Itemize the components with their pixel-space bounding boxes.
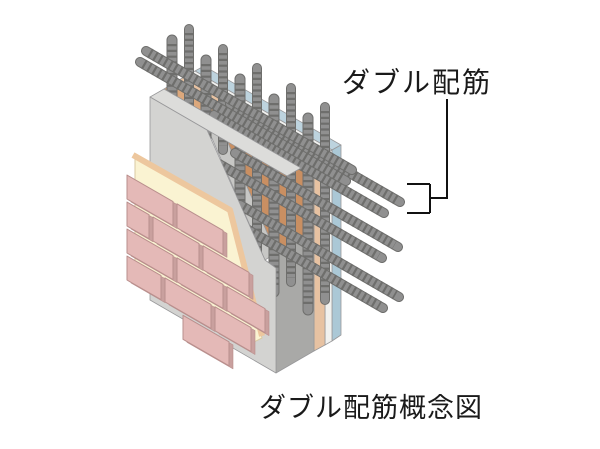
rebar-horizontal-front-ribs (214, 112, 384, 216)
tile (126, 174, 174, 227)
double-rebar-label: ダブル配筋 (342, 67, 492, 99)
rebar-horizontal-back (235, 200, 404, 302)
bracket (407, 183, 431, 214)
tile (214, 306, 252, 353)
tile (202, 245, 250, 297)
rebar-horizontal-front-ribs (140, 59, 346, 184)
tile (182, 314, 230, 367)
tile-finish-group (126, 174, 270, 370)
diagram-caption: ダブル配筋概念図 (259, 393, 483, 423)
rebar-top-pair-group (135, 46, 357, 186)
tile (126, 228, 174, 281)
tile (176, 203, 224, 255)
tile (126, 201, 150, 240)
rebar-horizontal-front (209, 110, 389, 218)
tile (152, 216, 200, 269)
tile (226, 286, 266, 334)
rebar-horizontal-back (230, 148, 403, 252)
tile (176, 257, 224, 309)
leader-line (430, 99, 448, 199)
rebar-horizontal-back-ribs (240, 202, 399, 300)
rebar-horizontal-front (214, 159, 387, 263)
rebar-horizontal-back (141, 46, 357, 175)
tile (164, 277, 212, 329)
rebar-horizontal-back-ribs (146, 48, 352, 173)
concrete-top-face (149, 88, 302, 177)
rebar-horizontal-back-ribs (235, 150, 398, 250)
tile (126, 255, 162, 301)
rebar-horizontal-front-ribs (219, 161, 382, 261)
rebar-horizontal-front (135, 57, 351, 186)
